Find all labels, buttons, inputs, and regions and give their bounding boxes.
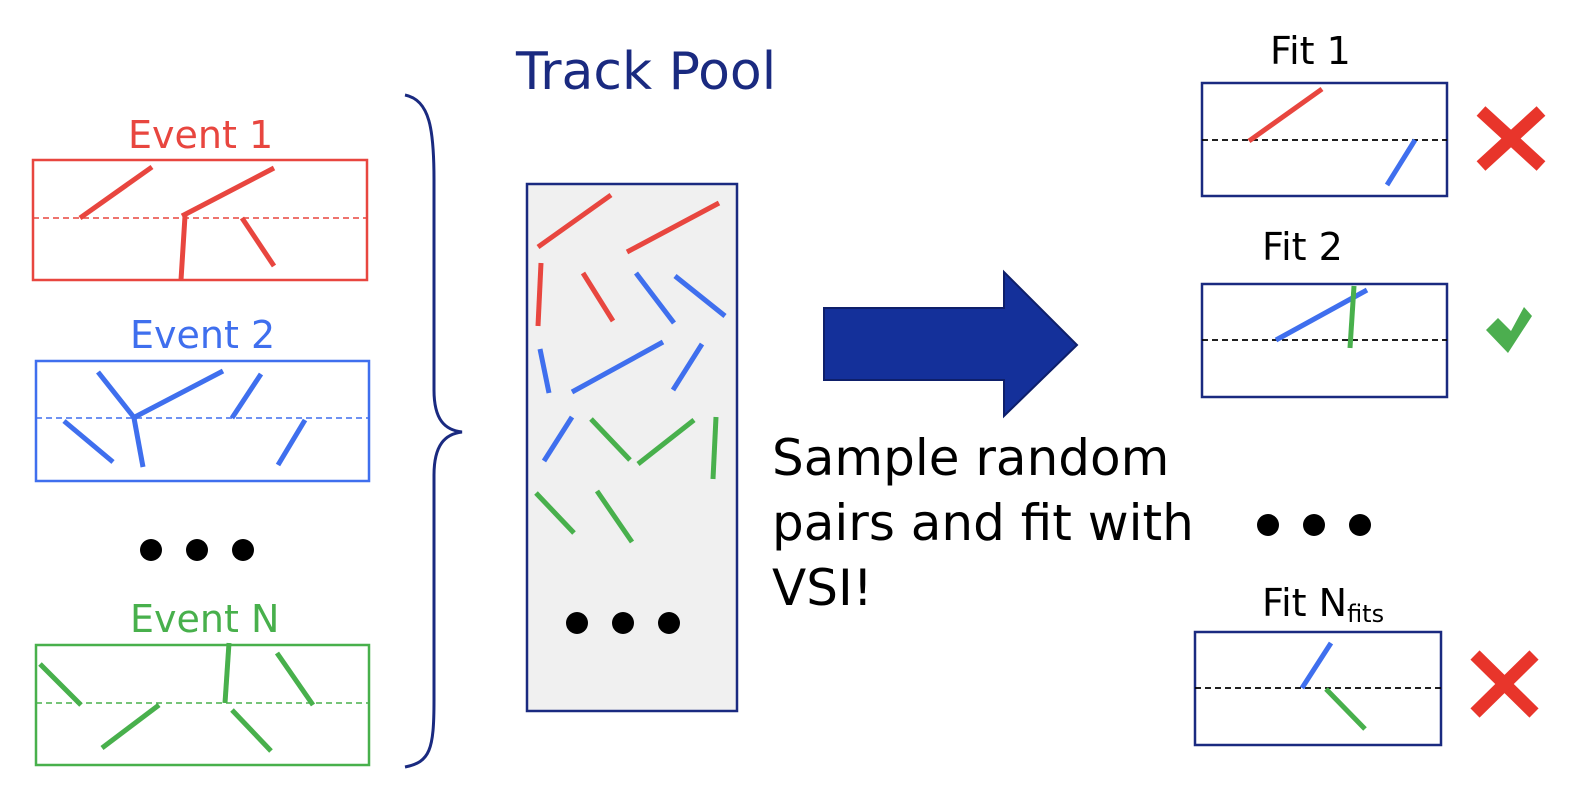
grouping-brace: [404, 93, 463, 769]
arrow-caption-line-2: pairs and fit with: [772, 494, 1194, 552]
track-pool-box: [525, 182, 739, 713]
track-pool-ellipsis: [566, 612, 680, 634]
arrow-caption-line-1: Sample random: [772, 429, 1170, 487]
fit-n-label-main: Fit N: [1262, 581, 1348, 625]
track-pool-title: Track Pool: [516, 42, 777, 102]
event-2-label: Event 2: [130, 313, 276, 357]
fit-1-fail-icon: [1476, 106, 1546, 171]
sample-arrow: [823, 269, 1079, 419]
arrow-caption-line-3: VSI!: [772, 559, 873, 617]
event-1-panel: [31, 158, 369, 282]
fit-1-label: Fit 1: [1270, 29, 1351, 73]
event-1-label: Event 1: [128, 113, 274, 157]
fits-ellipsis: [1257, 514, 1371, 536]
fit-2-panel: [1200, 282, 1449, 399]
events-ellipsis: [140, 539, 254, 561]
fit-2-pass-icon: [1486, 307, 1532, 353]
event-n-panel: [34, 642, 371, 767]
fit-1-panel: [1200, 81, 1449, 198]
fit-2-label: Fit 2: [1262, 225, 1343, 269]
fit-n-label: Fit Nfits: [1262, 584, 1384, 626]
fit-n-label-subscript: fits: [1347, 600, 1385, 628]
fit-n-fail-icon: [1470, 650, 1539, 718]
event-2-panel: [34, 359, 371, 483]
fit-n-panel: [1193, 630, 1443, 747]
event-n-label: Event N: [130, 597, 280, 641]
